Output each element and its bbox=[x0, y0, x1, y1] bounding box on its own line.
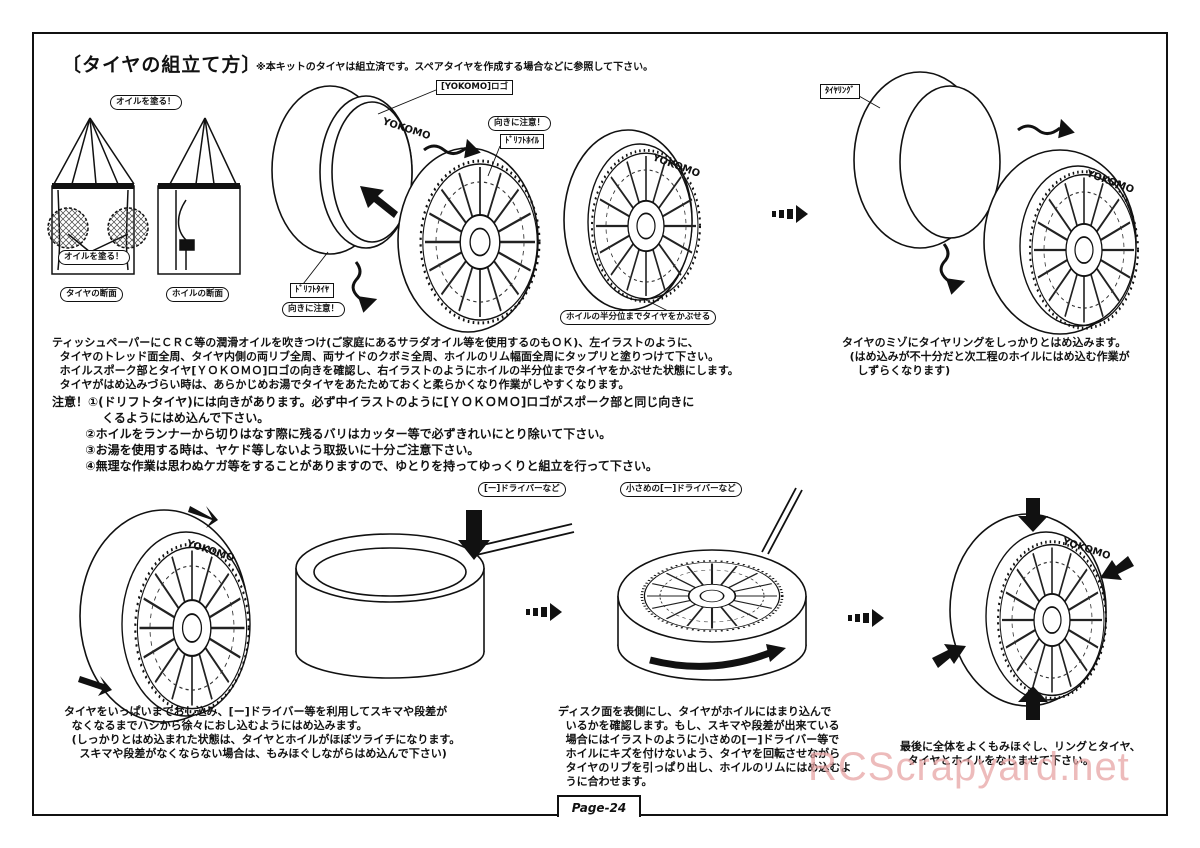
insert-arrow bbox=[360, 186, 398, 218]
push-arrow-bottom bbox=[78, 676, 112, 696]
small-driver-label: 小さめの[ー]ドライバーなど bbox=[620, 482, 742, 497]
tire-half-covered: YOKOMO bbox=[563, 129, 702, 311]
page-title: 〔タイヤの組立て方〕 bbox=[62, 54, 262, 76]
squiggle-arrows bbox=[351, 118, 1075, 313]
finished-tire: YOKOMO bbox=[949, 513, 1112, 707]
wheel-section-label: ホイルの断面 bbox=[166, 287, 230, 302]
tire-rotating-check bbox=[617, 487, 807, 681]
yokomo-logo-label: [YOKOMO]ロゴ bbox=[436, 80, 513, 95]
tire-ring-label: ﾀｲﾔﾘﾝｸﾞ bbox=[820, 84, 860, 99]
push-instructions: タイヤをいっぱいまでおし込み、[ー]ドライバー等を利用してスキマや段差が なくな… bbox=[64, 705, 461, 760]
half-cover-label: ホイルの半分位までタイヤをかぶせる bbox=[560, 310, 717, 325]
drift-wheel-1 bbox=[397, 147, 541, 333]
push-arrow-top bbox=[188, 506, 218, 528]
page-number: Page-24 bbox=[557, 795, 641, 817]
oil-label-top: オイルを塗る！ bbox=[110, 95, 182, 110]
ring-instructions: タイヤのミゾにタイヤリングをしっかりとはめ込みます。 (はめ込みが不十分だと次工… bbox=[842, 336, 1130, 377]
title-note: ※本キットのタイヤは組立済です。スペアタイヤを作成する場合などに参照して下さい。 bbox=[256, 62, 654, 73]
flow-arrow-3 bbox=[848, 609, 884, 627]
tire-cross-section bbox=[47, 117, 149, 275]
oil-label-bottom: オイルを塗る！ bbox=[58, 250, 130, 265]
direction-note-2: 向きに注意！ bbox=[282, 302, 346, 317]
drift-tire-label: ﾄﾞﾘﾌﾄﾀｲﾔ bbox=[290, 283, 335, 298]
squeeze-arrows bbox=[932, 498, 1134, 720]
flow-arrow-1 bbox=[772, 205, 808, 223]
direction-note-1: 向きに注意！ bbox=[488, 116, 552, 131]
driver-label: [ー]ドライバーなど bbox=[478, 482, 566, 497]
step1-instructions: ティッシュペーパーにＣＲＣ等の潤滑オイルを吹きつけ(ご家庭にあるサラダオイル等を… bbox=[52, 336, 739, 391]
tire-edge-driver bbox=[295, 523, 575, 679]
watermark: RCScrapyard.net bbox=[808, 745, 1130, 789]
tire-before-fitting: YOKOMO bbox=[271, 85, 432, 255]
wheel-cross-section bbox=[157, 117, 241, 275]
tire-ring bbox=[853, 71, 1001, 249]
drift-wheel-label: ﾄﾞﾘﾌﾄﾎｲﾙ bbox=[500, 134, 545, 149]
tire-with-ring: YOKOMO bbox=[983, 149, 1140, 335]
check-instructions: ディスク面を表側にし、タイヤがホイルにはまり込んで いるかを確認します。もし、ス… bbox=[558, 705, 852, 788]
tire-section-label: タイヤの断面 bbox=[60, 287, 123, 302]
caution-notes: 注意！①(ドリフトタイヤ)には向きがあります。必ず中イラストのように[ＹＯＫＯＭ… bbox=[52, 395, 695, 473]
tire-pushed-wheel: YOKOMO bbox=[79, 509, 251, 723]
flow-arrow-2 bbox=[526, 603, 562, 621]
final-instructions: 最後に全体をよくもみほぐし、リングとタイヤ、 タイヤとホイルをなじませて下さい。 bbox=[900, 740, 1141, 767]
down-arrow-1 bbox=[458, 510, 490, 560]
